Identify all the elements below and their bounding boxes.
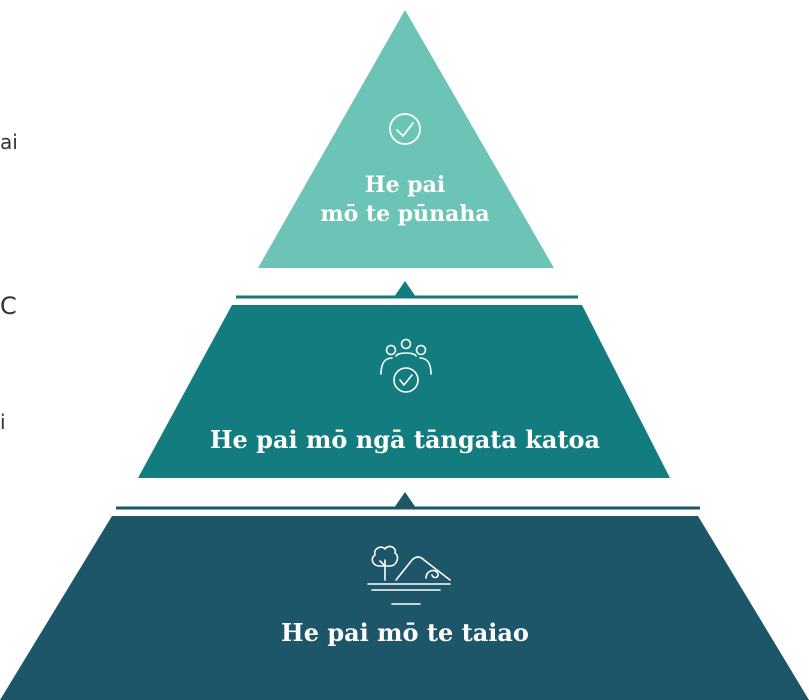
tier-top: He pai mō te pūnaha	[258, 10, 554, 268]
check-circle-icon	[389, 113, 421, 145]
side-text-fragment-3: i	[0, 410, 6, 434]
tier-top-shape	[258, 10, 554, 268]
tier-bottom-shape	[0, 516, 809, 700]
tier-top-label-line-2: mō te pūnaha	[320, 201, 489, 227]
divider-middle-bottom	[116, 492, 700, 510]
people-check-icon	[380, 338, 432, 393]
tree-landscape-icon	[367, 545, 451, 605]
tier-bottom: He pai mō te taiao	[0, 516, 809, 700]
divider-top-middle	[236, 281, 578, 299]
tier-middle: He pai mō ngā tāngata katoa	[138, 305, 670, 478]
tier-bottom-label: He pai mō te taiao	[281, 618, 529, 647]
side-text-fragment-2: C	[0, 292, 17, 320]
side-text-fragment-1: ai	[0, 130, 18, 154]
tier-middle-label: He pai mō ngā tāngata katoa	[210, 425, 600, 454]
tier-top-label-line-1: He pai	[365, 172, 445, 198]
